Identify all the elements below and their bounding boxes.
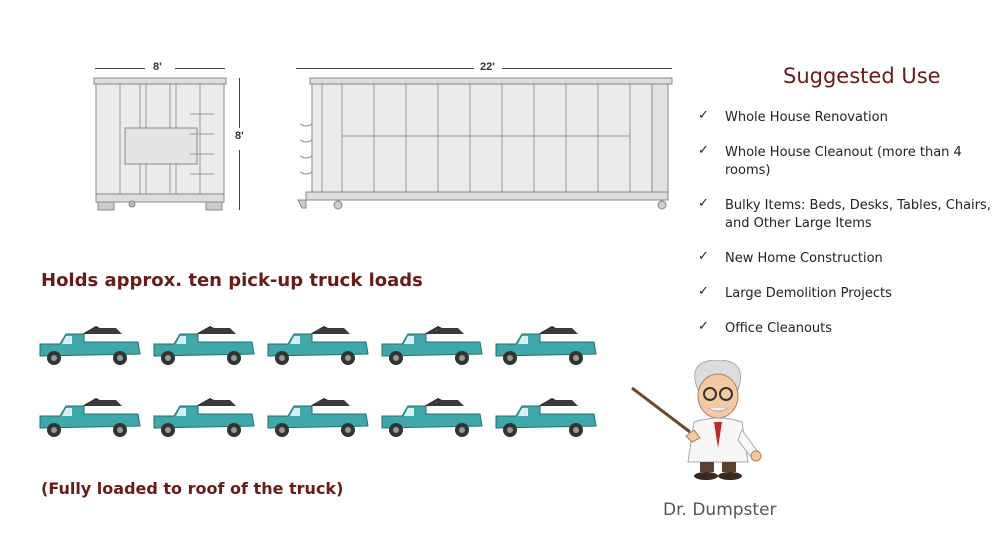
capacity-note: (Fully loaded to roof of the truck) (41, 479, 344, 498)
height-dimension: 8' (232, 78, 248, 212)
truck-icon (153, 398, 255, 437)
dumpster-end-view (93, 77, 227, 211)
truck-icon (267, 326, 369, 365)
truck-icon (495, 398, 597, 437)
list-item: ✓New Home Construction (698, 249, 883, 266)
truck-icon (495, 326, 597, 365)
mascot-caption: Dr. Dumpster (663, 500, 777, 520)
check-icon: ✓ (698, 249, 709, 264)
truck-icon (153, 326, 255, 365)
length-label: 22' (480, 61, 495, 73)
check-icon: ✓ (698, 284, 709, 299)
check-icon: ✓ (698, 108, 709, 123)
list-item: ✓Bulky Items: Beds, Desks, Tables, Chair… (698, 196, 991, 231)
dumpster-side-view (297, 77, 673, 210)
mascot-illustration (631, 360, 762, 480)
list-item: ✓Whole House Cleanout (more than 4 rooms… (698, 143, 962, 178)
truck-icon (39, 398, 141, 437)
list-item: ✓Whole House Renovation (698, 108, 888, 125)
truck-grid (38, 324, 608, 444)
width-dimension: 8' (95, 61, 225, 75)
suggested-use-title: Suggested Use (783, 64, 941, 88)
truck-icon (381, 398, 483, 437)
truck-icon (381, 326, 483, 365)
check-icon: ✓ (698, 143, 709, 158)
capacity-headline: Holds approx. ten pick-up truck loads (41, 270, 423, 291)
list-item: ✓Office Cleanouts (698, 319, 833, 336)
check-icon: ✓ (698, 319, 709, 334)
length-dimension: 22' (296, 61, 672, 75)
truck-icon (267, 398, 369, 437)
height-label: 8' (235, 130, 244, 142)
check-icon: ✓ (698, 196, 709, 211)
suggested-use-list: ✓Whole House Renovation ✓Whole House Cle… (698, 108, 993, 355)
truck-icon (39, 326, 141, 365)
list-item: ✓Large Demolition Projects (698, 284, 892, 301)
width-label: 8' (153, 61, 162, 73)
